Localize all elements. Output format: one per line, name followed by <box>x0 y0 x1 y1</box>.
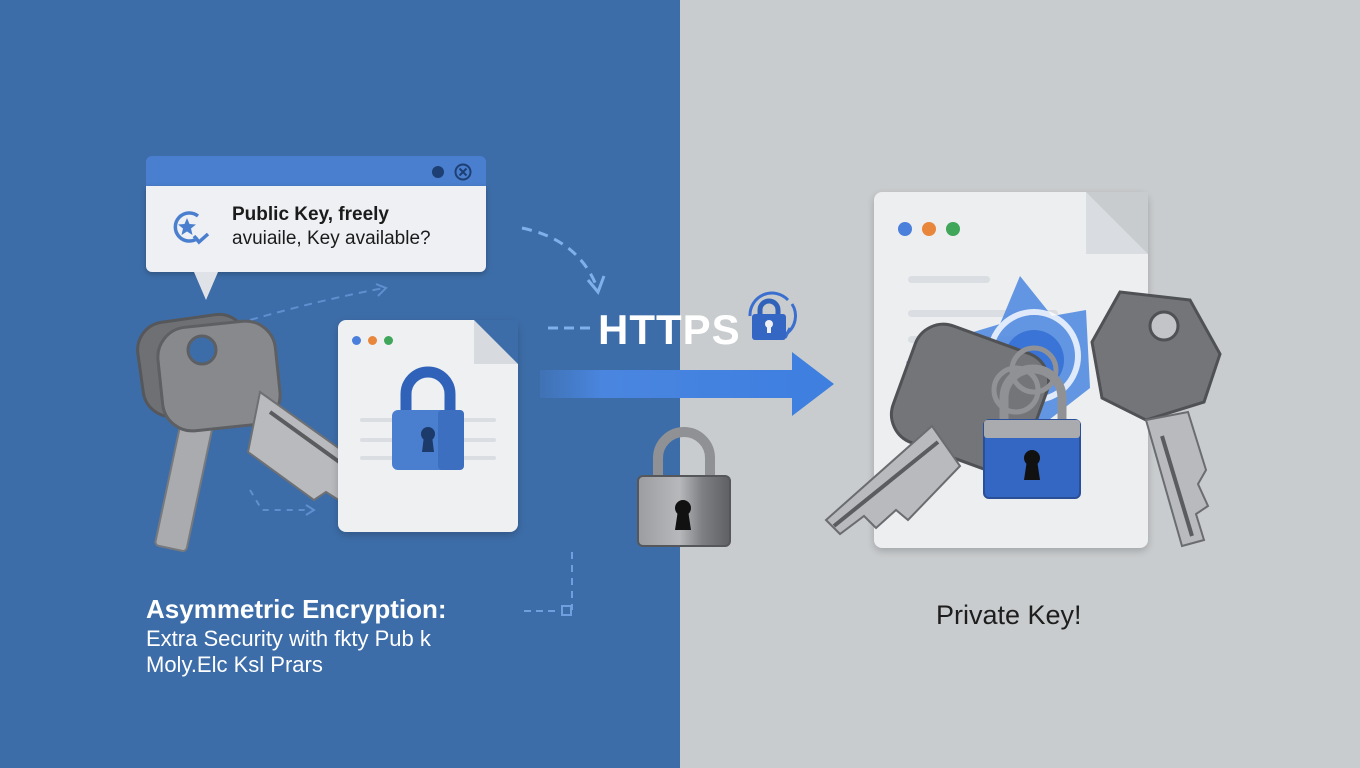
window-dot-green <box>384 336 393 345</box>
popup-title: Public Key, freely <box>232 204 389 225</box>
dot-icon <box>432 166 444 178</box>
padlock-icon <box>637 427 731 547</box>
popup-tail <box>194 272 218 300</box>
asymmetric-encryption-title: Asymmetric Encryption: <box>146 594 447 624</box>
popup-titlebar <box>146 156 486 186</box>
close-icon[interactable] <box>454 163 472 181</box>
window-dot-blue <box>898 222 912 236</box>
keys-with-padlock-icon <box>824 276 1222 548</box>
window-dot-green <box>946 222 960 236</box>
window-dot-orange <box>368 336 377 345</box>
locked-document-icon <box>338 320 518 532</box>
arrow-right-icon <box>540 352 834 416</box>
popup-body <box>146 186 486 272</box>
popup-subtitle: avuiaile, Key available? <box>232 228 431 249</box>
subtitle-line-1: Extra Security with fkty Pub k <box>146 626 431 651</box>
badge-star-icon <box>173 211 210 245</box>
asymmetric-encryption-subtitle: Extra Security with fkty Pub k Moly.Elc … <box>146 626 431 678</box>
window-dot-blue <box>352 336 361 345</box>
https-label: HTTPS <box>598 306 741 353</box>
window-dot-orange <box>922 222 936 236</box>
lock-refresh-icon <box>748 291 797 340</box>
private-key-title: Private Key! <box>936 600 1082 630</box>
subtitle-line-2: Moly.Elc Ksl Prars <box>146 652 323 677</box>
public-key-popup: Public Key, freely avuiaile, Key availab… <box>146 156 486 300</box>
padlock-blue-icon <box>392 366 464 470</box>
